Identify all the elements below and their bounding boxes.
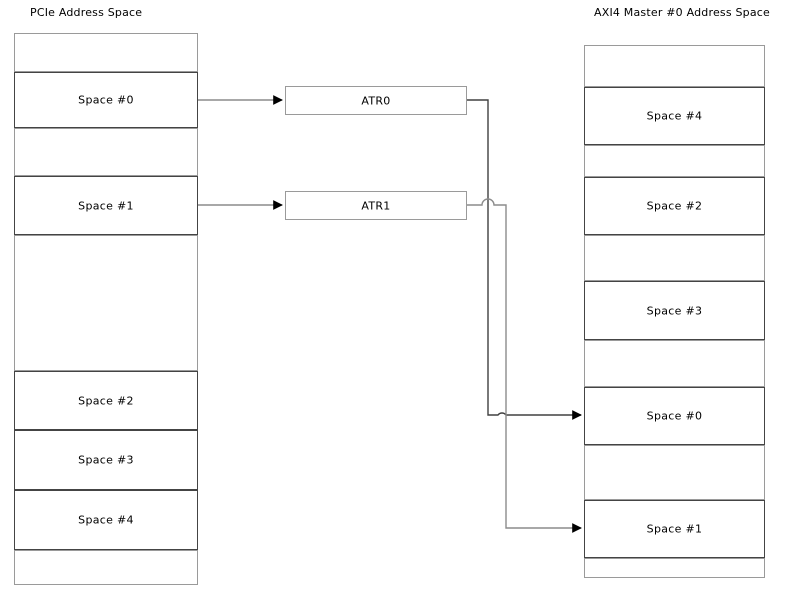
pcie-slot-space-0[interactable]: Space #0 xyxy=(14,72,198,128)
axi4-slot-space-2[interactable]: Space #2 xyxy=(584,177,765,235)
axi4-slot-space-4[interactable]: Space #4 xyxy=(584,87,765,145)
pcie-slot-space-1[interactable]: Space #1 xyxy=(14,176,198,235)
axi4-slot-empty xyxy=(584,235,765,281)
pcie-slot-empty xyxy=(14,33,198,72)
axi4-slot-space-0[interactable]: Space #0 xyxy=(584,387,765,445)
axi4-master-address-space-title: AXI4 Master #0 Address Space xyxy=(594,6,770,19)
axi4-slot-empty xyxy=(584,45,765,87)
atr0-box[interactable]: ATR0 xyxy=(285,86,467,115)
axi4-slot-empty xyxy=(584,445,765,500)
pcie-slot-empty xyxy=(14,550,198,585)
atr0-label: ATR0 xyxy=(361,94,391,107)
pcie-slot-label: Space #1 xyxy=(78,199,134,212)
pcie-slot-label: Space #4 xyxy=(78,513,134,527)
axi4-slot-label: Space #0 xyxy=(646,409,703,423)
pcie-slot-space-3[interactable]: Space #3 xyxy=(14,430,198,490)
wire-atr1-to-axi-space1 xyxy=(467,198,582,533)
pcie-slot-label: Space #0 xyxy=(78,93,134,107)
pcie-slot-label: Space #2 xyxy=(78,394,134,407)
axi4-slot-label: Space #3 xyxy=(646,304,703,317)
axi4-slot-space-1[interactable]: Space #1 xyxy=(584,500,765,558)
pcie-slot-empty xyxy=(14,128,198,176)
axi4-slot-label: Space #2 xyxy=(646,199,703,213)
atr1-label: ATR1 xyxy=(361,199,391,212)
axi4-slot-empty xyxy=(584,145,765,177)
atr1-box[interactable]: ATR1 xyxy=(285,191,467,220)
axi4-slot-label: Space #4 xyxy=(646,109,703,123)
axi4-slot-label: Space #1 xyxy=(646,522,703,536)
pcie-slot-space-4[interactable]: Space #4 xyxy=(14,490,198,550)
pcie-slot-label: Space #3 xyxy=(78,453,134,467)
pcie-address-space-title: PCIe Address Space xyxy=(30,6,143,19)
wire-atr0-to-axi-space0 xyxy=(467,99,582,420)
pcie-slot-space-2[interactable]: Space #2 xyxy=(14,371,198,430)
axi4-slot-empty xyxy=(584,558,765,578)
axi4-slot-empty xyxy=(584,340,765,387)
axi4-slot-space-3[interactable]: Space #3 xyxy=(584,281,765,340)
pcie-slot-empty xyxy=(14,235,198,371)
